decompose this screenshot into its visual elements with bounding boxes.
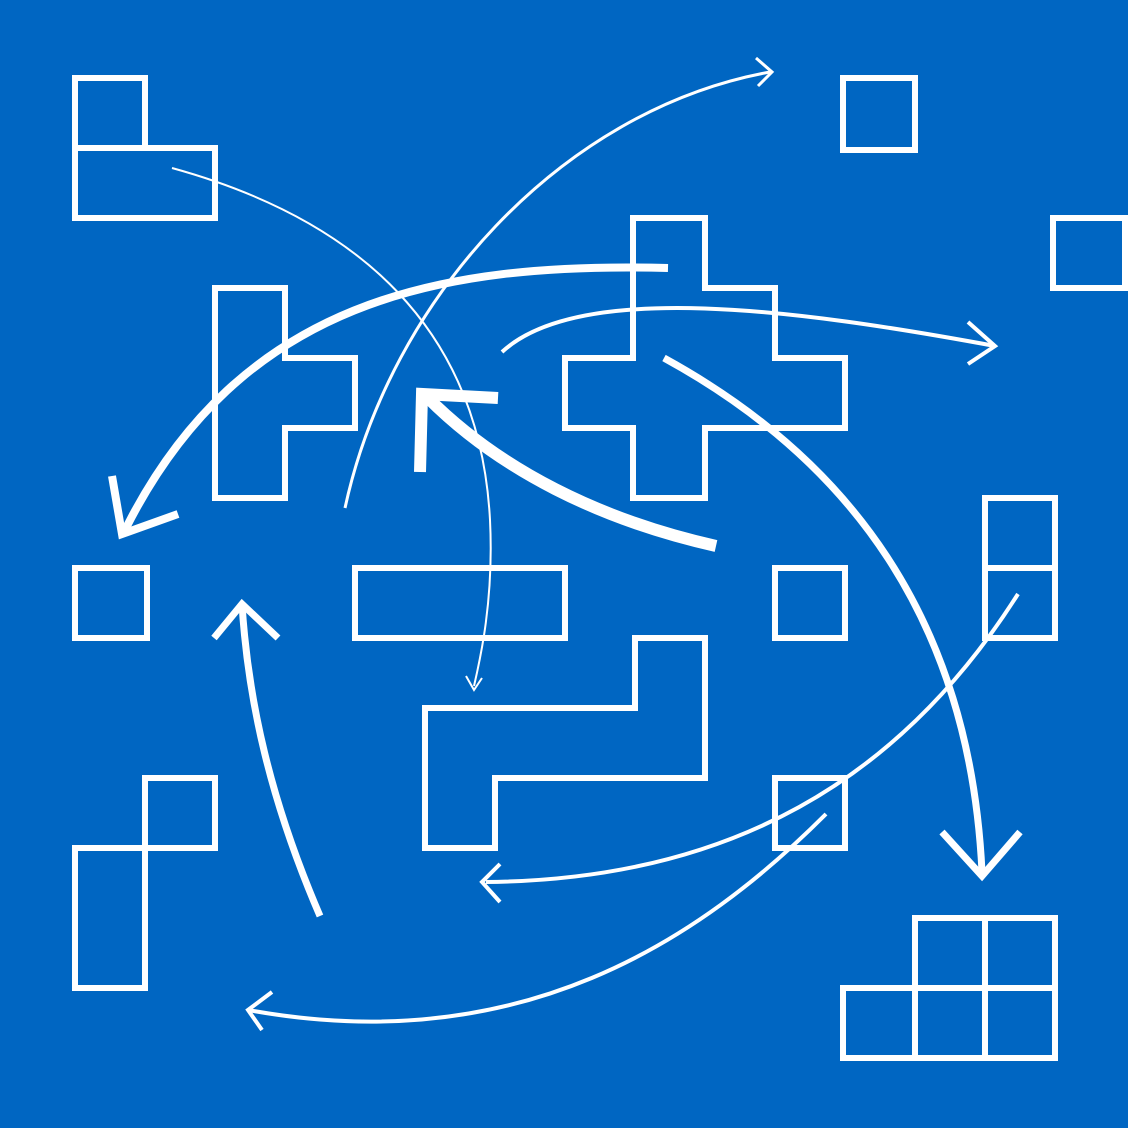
arrow-up-left-lower <box>238 603 324 918</box>
arrowhead-right-middle-icon <box>966 320 999 366</box>
square-middle-left-icon <box>72 565 150 641</box>
thick-arrowhead-left-icon <box>108 475 180 540</box>
arrowhead-bottom-left-icon <box>245 990 274 1032</box>
l-block-top-left-icon <box>72 75 218 221</box>
arrowhead-down-right-icon <box>939 829 1023 882</box>
t-block-left-icon <box>212 285 358 501</box>
arrowhead-top-right-icon <box>755 56 775 88</box>
arrow-to-bottom-left <box>247 812 828 1024</box>
heavy-arrow-up-left <box>423 393 718 552</box>
square-center-right-icon <box>772 565 848 641</box>
arrow-center-to-top-right <box>343 70 771 509</box>
arc-arrow-down-right <box>662 354 986 873</box>
heavy-arrowhead-up-left-icon <box>414 387 499 473</box>
l-block-bottom-left-icon <box>72 775 218 991</box>
block-shapes-group <box>72 75 1128 1061</box>
arrow-to-right-middle <box>500 306 996 354</box>
square-far-right-icon <box>1050 215 1128 291</box>
plus-block-icon <box>562 215 848 501</box>
grid-block-bottom-right-icon <box>840 915 1058 1061</box>
thin-curve-arrow-topleft-to-center <box>171 167 492 687</box>
arrowhead-center-bottom-icon <box>479 862 502 904</box>
thin-arrowhead-center-down-icon <box>465 675 483 692</box>
square-lower-right-icon <box>772 775 848 851</box>
s-block-center-icon <box>422 635 708 851</box>
square-top-right-icon <box>840 75 918 153</box>
vertical-domino-block-icon <box>982 495 1058 641</box>
horizontal-bar-block-icon <box>352 565 568 641</box>
arrowhead-up-left-lower-icon <box>211 598 281 641</box>
curved-arrows-group <box>108 56 1023 1032</box>
thick-arc-arrow-to-left <box>121 263 669 532</box>
arrow-right-to-center-bottom <box>485 592 1020 884</box>
